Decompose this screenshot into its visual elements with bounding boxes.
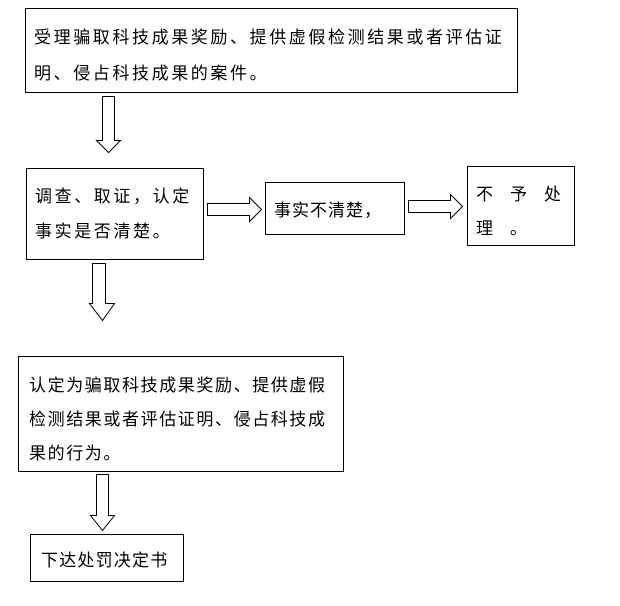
node-accept-case-line-1: 受理骗取科技成果奖励、提供虚假检测结果或者评估证: [34, 28, 505, 48]
node-investigate: 调查、取证，认定 事实是否清楚。: [26, 168, 204, 260]
arrow-right-icon: [207, 196, 263, 223]
node-facts-unclear-line-1: 事实不清楚，: [274, 201, 382, 221]
node-investigate-line-1: 调查、取证，认定: [35, 187, 192, 207]
arrow-right-icon: [408, 193, 464, 220]
node-accept-case: 受理骗取科技成果奖励、提供虚假检测结果或者评估证 明、侵占科技成果的案件。: [25, 8, 518, 93]
node-issue-penalty: 下达处罚决定书: [30, 534, 184, 582]
node-issue-penalty-line-1: 下达处罚决定书: [41, 551, 169, 571]
node-no-action-line-1: 不 予 处: [476, 185, 561, 205]
node-no-action: 不 予 处 理 。: [467, 166, 575, 246]
arrow-down-icon: [89, 474, 116, 532]
node-determined-violation-line-2: 检测结果或者评估证明、侵占科技成: [29, 410, 327, 430]
node-facts-unclear: 事实不清楚，: [265, 182, 405, 235]
node-accept-case-line-2: 明、侵占科技成果的案件。: [34, 64, 270, 84]
node-determined-violation: 认定为骗取科技成果奖励、提供虚假 检测结果或者评估证明、侵占科技成 果的行为。: [18, 356, 344, 472]
node-no-action-line-2: 理 。: [476, 219, 527, 239]
arrow-down-icon: [95, 96, 122, 154]
arrow-down-icon: [88, 263, 116, 322]
node-investigate-line-2: 事实是否清楚。: [35, 222, 173, 242]
node-determined-violation-line-3: 果的行为。: [29, 444, 122, 464]
node-determined-violation-line-1: 认定为骗取科技成果奖励、提供虚假: [29, 376, 327, 396]
